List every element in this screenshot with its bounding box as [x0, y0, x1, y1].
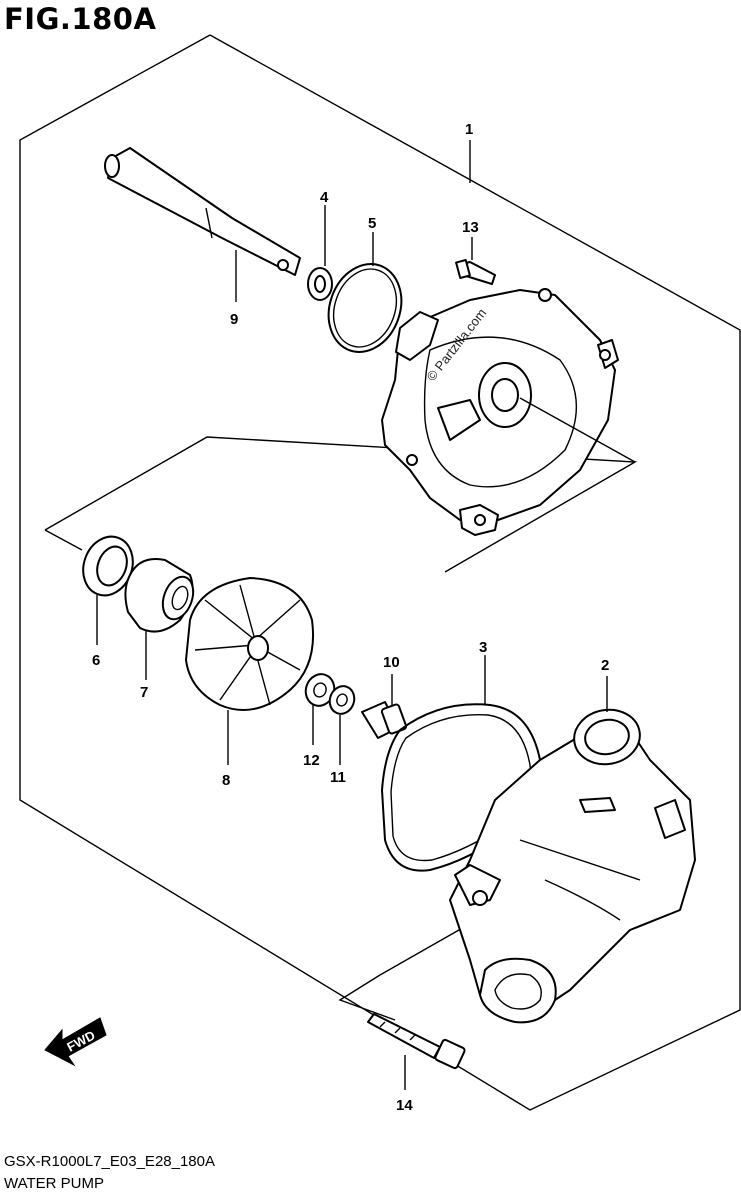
o-ring-part-5 [327, 232, 403, 353]
callout-4: 4 [320, 189, 329, 206]
callout-6: 6 [92, 652, 100, 669]
impeller-part-8 [185, 577, 314, 765]
bolt-part-14 [367, 1013, 466, 1090]
section-name: WATER PUMP [4, 1175, 104, 1192]
fwd-label: FWD [64, 1028, 97, 1055]
sub-assembly-edge [44, 529, 83, 551]
callout-13: 13 [462, 219, 479, 236]
shaft-part-9 [104, 147, 301, 302]
washer-part-11 [328, 685, 356, 765]
callout-12: 12 [303, 752, 320, 769]
pump-housing-part-2 [449, 676, 696, 1024]
washer-part-4 [307, 205, 333, 301]
callout-1: 1 [465, 121, 473, 138]
pump-cover-part-1 [381, 288, 619, 536]
lower-bracket-line [338, 974, 396, 1021]
bolt-part-13 [455, 237, 496, 285]
model-code: GSX-R1000L7_E03_E28_180A [4, 1153, 215, 1170]
callout-5: 5 [368, 215, 376, 232]
callout-10: 10 [383, 654, 400, 671]
figure-title: FIG.180A [4, 2, 157, 36]
callout-7: 7 [140, 684, 148, 701]
assembly-boundary [19, 34, 741, 1111]
leader-line-cover-center [519, 397, 636, 463]
callout-3: 3 [479, 639, 487, 656]
callout-11: 11 [330, 769, 346, 786]
callout-9: 9 [230, 311, 238, 328]
callout-8: 8 [222, 772, 230, 789]
callout-14: 14 [396, 1097, 413, 1114]
bolt-part-10 [361, 674, 408, 739]
forward-direction-arrow: FWD [44, 1017, 107, 1067]
callout-2: 2 [601, 657, 609, 674]
mechanical-seal-part-7 [124, 558, 195, 680]
